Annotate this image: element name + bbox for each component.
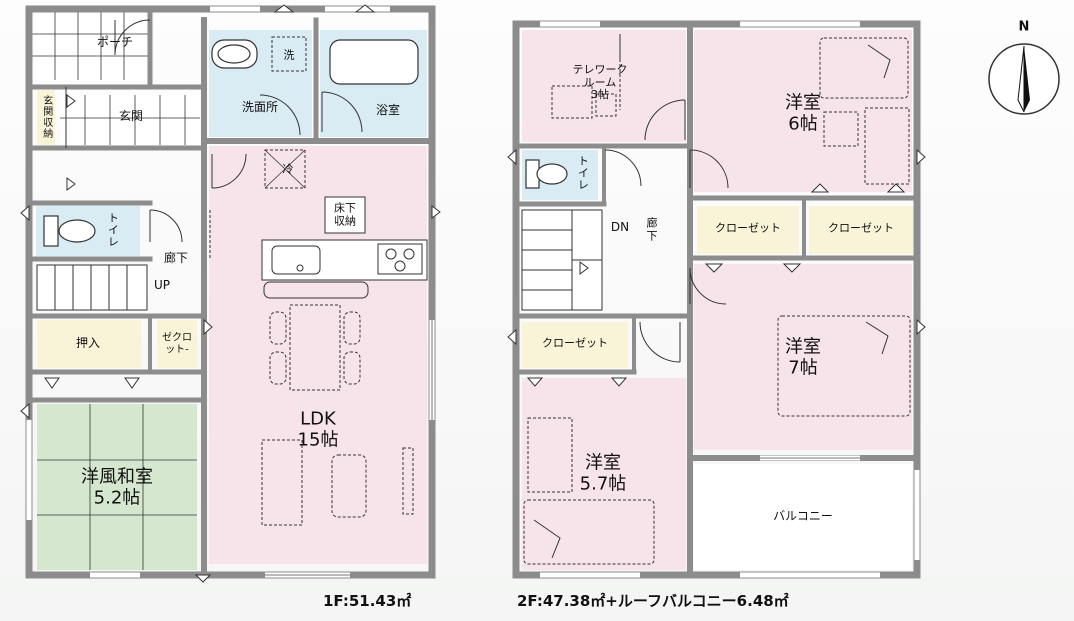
washroom-label: 洗面所 — [241, 100, 279, 115]
north-label: N — [1018, 19, 1030, 35]
bedroom1-area — [694, 30, 912, 192]
entrance-storage-area — [37, 90, 55, 145]
closet2-area — [809, 206, 913, 254]
telework-label: テレワーク ルーム 3帖 — [572, 63, 628, 102]
closet1-area — [697, 206, 799, 254]
floor1-area-caption: 1F:51.43㎡ — [323, 592, 412, 610]
porch-area — [32, 12, 150, 80]
toilet2-label: トイレ — [576, 155, 590, 191]
balcony-label: バルコニー — [773, 509, 833, 524]
floor2-plan — [507, 20, 926, 579]
fridge-label: 冷 — [282, 162, 294, 176]
closet-area — [37, 320, 141, 368]
bedroom2-label: 洋室 7帖 — [785, 336, 821, 378]
entrance-storage-label: 玄関収納 — [40, 95, 52, 139]
closet3-label: クローゼット — [542, 336, 608, 350]
up-label: UP — [153, 278, 171, 293]
entrance-area — [60, 95, 200, 145]
porch-label: ポーチ — [96, 35, 134, 50]
closet2-label: クローゼット — [828, 221, 894, 235]
washitsu-label: 洋風和室 5.2帖 — [81, 466, 153, 508]
bedroom3-area — [522, 378, 686, 570]
wash-mark: 洗 — [283, 48, 295, 62]
closet3-area — [522, 322, 628, 368]
balcony-area — [694, 464, 912, 570]
closet1-label: クローゼット — [715, 221, 781, 235]
bedroom3-label: 洋室 5.7帖 — [579, 452, 627, 494]
dn-label: DN — [610, 220, 630, 235]
ldk-label: LDK 15帖 — [297, 408, 339, 450]
closet-label: 押入 — [75, 336, 101, 351]
bath-label: 浴室 — [375, 103, 401, 118]
entrance-label: 玄関 — [118, 109, 144, 124]
washitsu-area — [37, 404, 197, 570]
zeklo-area — [157, 320, 197, 368]
compass — [988, 43, 1060, 115]
zeklo-label: ゼクロ ット- — [162, 332, 192, 356]
toilet1-label: トイレ — [106, 212, 120, 248]
underfloor-label: 床下 収納 — [334, 201, 356, 227]
floor2-area-caption: 2F:47.38㎡+ルーフバルコニー6.48㎡ — [517, 592, 789, 610]
telework-area — [522, 30, 686, 142]
bedroom2-area — [694, 264, 912, 450]
hall2-label: 廊 下 — [646, 216, 658, 242]
hall1-label: 廊下 — [163, 251, 189, 266]
floor1-plan — [20, 4, 441, 583]
ldk-area — [209, 146, 427, 564]
bedroom1-label: 洋室 6帖 — [785, 92, 821, 134]
